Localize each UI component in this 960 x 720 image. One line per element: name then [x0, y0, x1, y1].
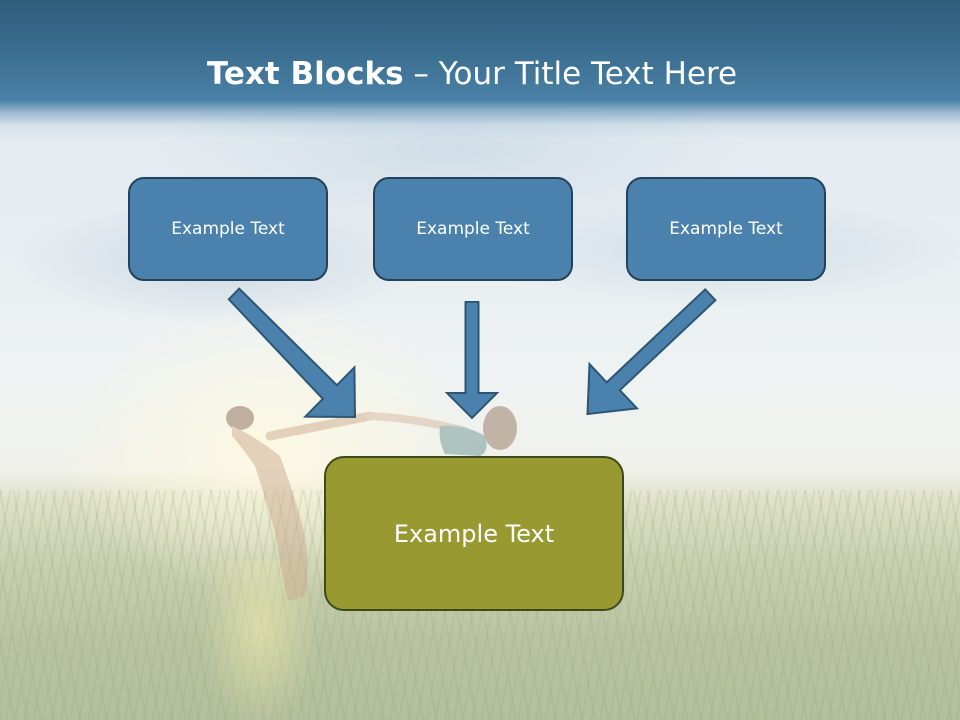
text-block-1[interactable]: Example Text [128, 177, 328, 281]
couple-photo [226, 406, 517, 601]
arrow-down-icon [444, 301, 500, 420]
title-bold-part: Text Blocks [206, 56, 404, 92]
text-block-1-label: Example Text [171, 219, 285, 239]
grass-light-path [200, 560, 320, 720]
text-block-2-label: Example Text [416, 219, 530, 239]
arrow-left-down-icon [227, 287, 357, 419]
main-text-block-label: Example Text [393, 519, 555, 548]
title-rest: Your Title Text Here [438, 56, 738, 92]
main-text-block[interactable]: Example Text [324, 456, 624, 611]
arrow-right-down-icon [586, 287, 717, 416]
text-block-3-label: Example Text [669, 219, 783, 239]
title-separator: – [403, 56, 439, 92]
page-title: Text Blocks – Your Title Text Here [0, 52, 944, 96]
text-block-3[interactable]: Example Text [626, 177, 826, 281]
title-band [0, 0, 960, 140]
text-block-2[interactable]: Example Text [373, 177, 573, 281]
